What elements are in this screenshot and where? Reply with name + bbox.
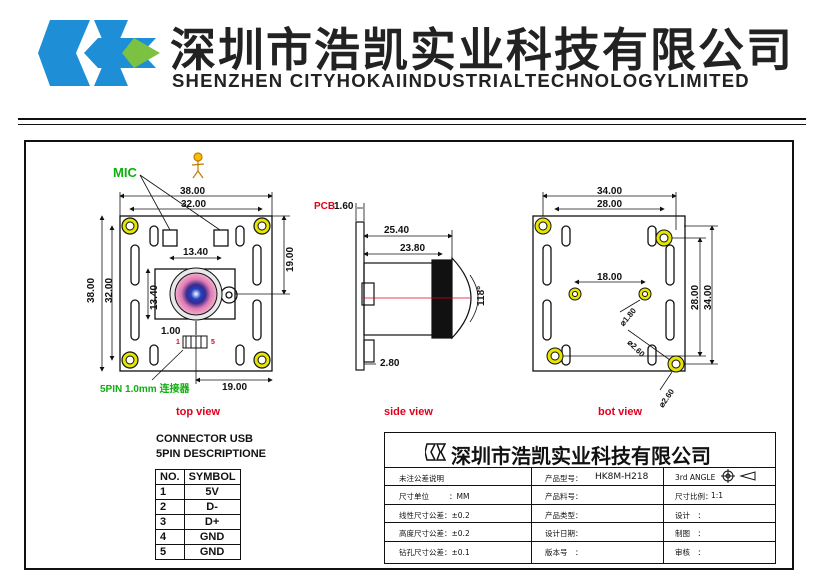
pin-mark-1: 1 [176, 339, 180, 346]
drawing-frame [24, 140, 794, 570]
pin-symbol: D- [183, 499, 241, 515]
tb-model-label: 产品型号： [545, 474, 583, 483]
pin-header-no: NO. [155, 469, 185, 485]
tb-drawn-label: 制图 ： [675, 529, 705, 539]
tb-type-label: 产品类型： [545, 510, 583, 520]
pin-no: 5 [155, 544, 185, 560]
stick-figure-icon [191, 152, 205, 179]
tb-divider-2 [663, 467, 664, 563]
title-row-0: 未注公差说明 产品型号： HK8M-H218 3rd ANGLE [385, 467, 775, 486]
title-block-logo [424, 442, 449, 462]
tb-linear-tol: 线性尺寸公差：±0.2 [399, 510, 470, 520]
side-dim-len1: 25.40 [384, 225, 410, 236]
tb-tolerance-note: 未注公差说明 [399, 474, 444, 483]
title-row-4: 钻孔尺寸公差：±0.1 版本号 ： 审核 ： [385, 540, 775, 560]
top-view-holes [121, 217, 271, 369]
title-row-2: 线性尺寸公差：±0.2 产品类型： 设计 ： [385, 503, 775, 523]
tb-version-label: 版本号 ： [545, 547, 583, 557]
side-view-title: side view [384, 406, 433, 418]
top-dim-w-mid: 13.40 [183, 247, 209, 258]
pcb-label: PCB [314, 201, 336, 212]
top-dim-bottom: 19.00 [222, 382, 248, 393]
pin-no: 1 [155, 484, 185, 500]
top-dim-pitch: 1.00 [161, 326, 181, 337]
bot-dim-h-inner: 28.00 [690, 284, 701, 310]
top-dim-h-inner: 32.00 [104, 277, 115, 303]
lens-glass [174, 272, 218, 316]
mic-label: MIC [113, 165, 137, 180]
bot-dim-h-outer: 34.00 [703, 284, 714, 310]
pin-symbol: GND [183, 544, 241, 560]
tb-scale-value: 1:1 [711, 491, 724, 501]
tb-angle: 3rd ANGLE [675, 473, 716, 482]
tb-unit-label: 尺寸单位 [399, 492, 429, 502]
pin-symbol: GND [183, 529, 241, 545]
tb-date-label: 设计日期： [545, 529, 583, 539]
tb-scale-label: 尺寸比例： [675, 492, 713, 502]
title-row-1: 尺寸单位 ：MM 产品料号： 尺寸比例： 1:1 [385, 485, 775, 504]
tb-design-label: 设计 ： [675, 510, 705, 520]
title-block-company: 深圳市浩凯实业科技有限公司 [451, 444, 711, 468]
header-rule-top [18, 118, 806, 120]
pin-table-header: NO. SYMBOL [155, 469, 241, 485]
pin-header-symbol: SYMBOL [183, 469, 241, 485]
tb-drill-tol: 钻孔尺寸公差：±0.1 [399, 547, 470, 557]
tb-review-label: 审核 ： [675, 547, 705, 557]
side-dim-len2: 23.80 [400, 243, 426, 254]
header-rule-bottom [18, 124, 806, 125]
third-angle-projection-icon [721, 469, 761, 485]
connector-title-line1: CONNECTOR USB [156, 433, 253, 445]
side-dim-thickness: 1.60 [334, 201, 354, 212]
bot-dim-spacing: 18.00 [597, 272, 623, 283]
tb-unit-value: ：MM [449, 492, 470, 502]
company-name-en: SHENZHEN CITYHOKAIINDUSTRIALTECHNOLOGYLI… [172, 70, 750, 91]
bot-view-holes [534, 217, 685, 373]
side-dim-angle: 118° [476, 285, 487, 306]
tb-partno-label: 产品料号： [545, 492, 583, 502]
side-dim-bottom: 2.80 [380, 358, 400, 369]
top-dim-w-outer: 38.00 [180, 186, 206, 197]
company-name-cn: 深圳市浩凯实业科技有限公司 [170, 23, 794, 77]
company-logo [38, 8, 160, 98]
connector-title-line2: 5PIN DESCRIPTIONE [156, 448, 267, 460]
pin-no: 3 [155, 514, 185, 530]
title-block: 深圳市浩凯实业科技有限公司 未注公差说明 产品型号： HK8M-H218 3rd… [384, 432, 776, 564]
tb-height-tol: 高度尺寸公差：±0.2 [399, 529, 470, 539]
pin-no: 2 [155, 499, 185, 515]
top-view-title: top view [176, 406, 221, 418]
bot-dim-w-outer: 34.00 [597, 186, 623, 197]
pin-mark-5: 5 [211, 339, 215, 346]
bot-dim-w-inner: 28.00 [597, 199, 623, 210]
bot-view-title: bot view [598, 406, 643, 418]
tb-model-value: HK8M-H218 [595, 472, 649, 482]
top-dim-h-mid: 13.40 [149, 284, 160, 310]
top-dim-h-right: 19.00 [285, 246, 296, 272]
pin-symbol: 5V [183, 484, 241, 500]
pin-symbol: D+ [183, 514, 241, 530]
top-dim-w-inner: 32.00 [181, 199, 207, 210]
pin-no: 4 [155, 529, 185, 545]
tb-divider-1 [531, 467, 532, 563]
connector-title: CONNECTOR USB 5PIN DESCRIPTIONE [156, 432, 266, 462]
pin-connector-label: 5PIN 1.0mm 连接器 [100, 384, 190, 395]
top-dim-h-outer: 38.00 [86, 277, 97, 303]
title-row-3: 高度尺寸公差：±0.2 设计日期： 制图 ： [385, 522, 775, 541]
